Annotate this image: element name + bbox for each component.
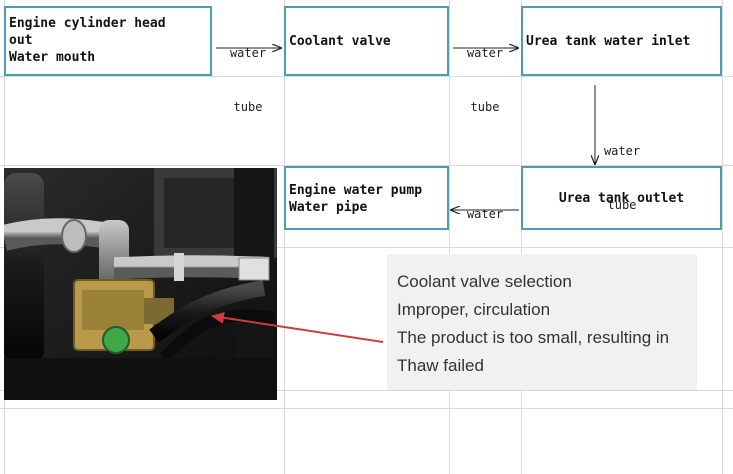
edge-label-line: water xyxy=(466,46,504,60)
grid-line xyxy=(0,408,733,409)
edge-label-line: tube xyxy=(607,198,637,212)
engine-cylinder-head-text: Engine cylinder head out Water mouth xyxy=(9,15,166,66)
node-line: Water pipe xyxy=(289,200,368,215)
edge-label-head-to-valve: water tube xyxy=(222,8,274,134)
grid-line xyxy=(449,0,450,474)
edge-label-line: water xyxy=(603,144,641,158)
note-line: The product is too small, resulting in xyxy=(397,328,670,347)
engine-cylinder-head-node: Engine cylinder head out Water mouth xyxy=(4,6,212,76)
grid-line xyxy=(284,0,285,474)
note-line: Coolant valve selection xyxy=(397,272,572,291)
edge-label-line: tube xyxy=(470,100,500,114)
urea-tank-outlet-node: Urea tank outlet xyxy=(521,166,722,230)
grid-line xyxy=(0,165,733,166)
engine-water-pump-node: Engine water pump Water pipe xyxy=(284,166,449,230)
grid-line xyxy=(0,390,733,391)
node-line: Urea tank outlet xyxy=(558,190,685,206)
urea-tank-inlet-node: Urea tank water inlet xyxy=(521,6,722,76)
coolant-valve-photo xyxy=(4,168,277,400)
grid-line xyxy=(0,76,733,77)
grid-line xyxy=(0,247,733,248)
edge-label-inlet-to-outlet: water tube xyxy=(596,106,648,232)
node-line: Engine cylinder head xyxy=(9,15,166,31)
note-line: Improper, circulation xyxy=(397,300,551,319)
failure-note: Coolant valve selection Improper, circul… xyxy=(387,254,697,390)
node-line: Urea tank water inlet xyxy=(526,33,691,49)
edge-label-line: tube xyxy=(233,100,263,114)
node-line: Water mouth xyxy=(9,49,96,65)
grid-line xyxy=(722,0,723,474)
callout-arrow xyxy=(211,311,384,343)
edge-label-valve-to-inlet: water tube xyxy=(458,8,512,134)
coolant-valve-node: Coolant valve xyxy=(284,6,449,76)
edge-label-line: water xyxy=(229,46,267,60)
grid-line xyxy=(521,0,522,474)
note-line: Thaw failed xyxy=(397,356,484,375)
node-line: out xyxy=(9,32,33,48)
node-line: Engine water pump xyxy=(289,183,423,198)
node-line: Coolant valve xyxy=(289,33,391,49)
